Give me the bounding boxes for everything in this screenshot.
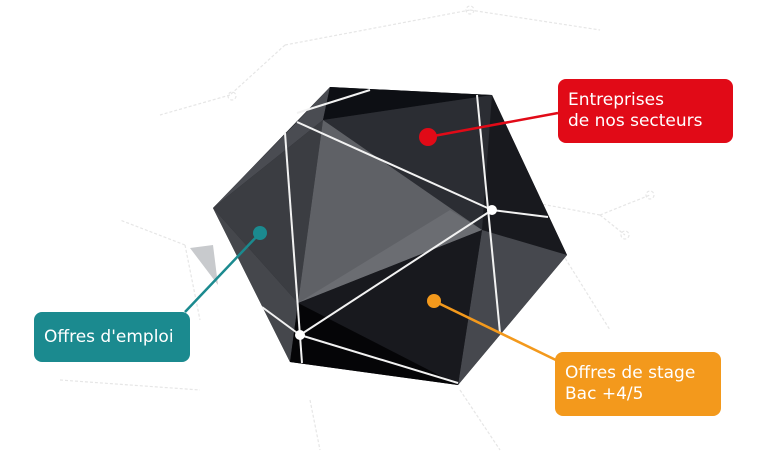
icosahedron-faces <box>213 87 567 385</box>
marker-dot-teal[interactable] <box>253 226 267 240</box>
icosahedron-edges <box>261 89 549 384</box>
vertex-node <box>487 205 497 215</box>
label-line: de nos secteurs <box>568 111 703 131</box>
marker-dot-orange[interactable] <box>427 294 441 308</box>
label-line: Bac +4/5 <box>565 384 644 404</box>
marker-dot-red[interactable] <box>419 128 437 146</box>
label-offres-emploi[interactable]: Offres d'emploi <box>34 312 190 362</box>
left-shadow <box>190 245 218 285</box>
connector-red <box>427 111 559 139</box>
label-line: Offres de stage <box>565 363 696 383</box>
label-offres-stage[interactable]: Offres de stage Bac +4/5 <box>555 352 721 416</box>
connector-orange <box>433 299 561 364</box>
connector-teal <box>184 232 261 313</box>
label-line: Entreprises <box>568 90 664 110</box>
label-line: Offres d'emploi <box>44 326 174 347</box>
vertex-node <box>295 330 305 340</box>
label-entreprises[interactable]: Entreprises de nos secteurs <box>558 79 733 143</box>
